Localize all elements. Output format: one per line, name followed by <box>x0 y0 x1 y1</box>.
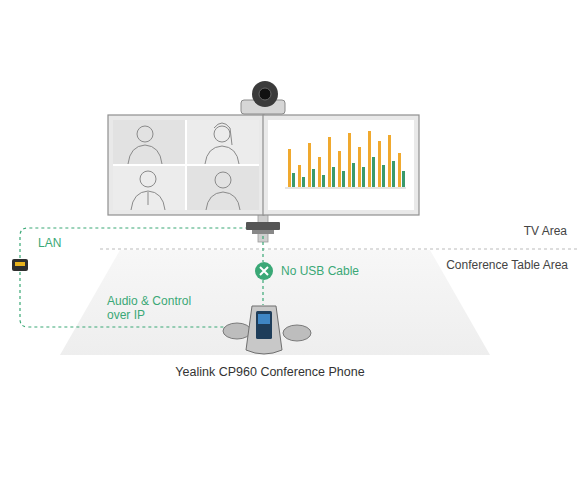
video-pane <box>113 166 185 210</box>
right-monitor <box>263 115 419 215</box>
device-caption: Yealink CP960 Conference Phone <box>175 365 364 379</box>
chart-bar <box>308 143 311 187</box>
chart-bar <box>318 157 321 187</box>
chart-bar <box>378 141 381 187</box>
area-label: TV Area <box>524 224 567 238</box>
chart-bar <box>352 163 355 187</box>
area-label: Conference Table Area <box>446 258 568 272</box>
camera-head <box>252 81 278 107</box>
chart-bar <box>392 161 395 187</box>
network-label: LAN <box>38 236 61 250</box>
chart-bar <box>362 167 365 187</box>
video-pane <box>187 120 259 164</box>
phone-screen <box>256 311 272 339</box>
chart-bar <box>338 151 341 187</box>
left-screen <box>113 120 259 210</box>
table-floor <box>60 250 490 355</box>
phone-body <box>246 306 282 354</box>
video-pane <box>113 120 185 164</box>
stand-shelf-base <box>252 230 274 234</box>
stand-shelf <box>246 222 280 230</box>
chart-bar <box>322 175 325 187</box>
lan-switch <box>12 259 28 271</box>
chart-bar <box>332 167 335 187</box>
chart-bar <box>368 131 371 187</box>
network-label: Audio & Control over IP <box>107 294 207 322</box>
chart-bar <box>302 177 305 187</box>
chart-bar <box>398 153 401 187</box>
no-usb-icon <box>255 262 273 280</box>
bar-chart <box>288 131 405 187</box>
camera-lens <box>259 88 271 100</box>
expansion-mic <box>223 323 251 339</box>
chart-bar <box>342 171 345 187</box>
expansion-mic <box>283 325 311 341</box>
left-monitor <box>108 115 264 215</box>
chart-bar <box>388 135 391 187</box>
chart-bar <box>292 173 295 187</box>
chart-bar <box>372 157 375 187</box>
lan-port <box>15 262 25 266</box>
chart-axis <box>285 188 406 189</box>
chart-bar <box>382 165 385 187</box>
chart-bar <box>298 165 301 187</box>
video-pane <box>187 166 259 210</box>
chart-bar <box>358 147 361 187</box>
phone-display <box>258 314 270 324</box>
area-divider <box>100 249 577 250</box>
conference-phone <box>223 306 311 354</box>
chart-bar <box>328 137 331 187</box>
chart-bar <box>348 133 351 187</box>
chart-bar <box>402 171 405 187</box>
network-lines <box>20 228 263 327</box>
no-usb-cross <box>260 267 268 275</box>
status-label: No USB Cable <box>281 264 359 278</box>
right-screen <box>268 120 414 210</box>
chart-bar <box>288 149 291 187</box>
participant-sketches <box>128 123 240 210</box>
chart-bar <box>312 169 315 187</box>
